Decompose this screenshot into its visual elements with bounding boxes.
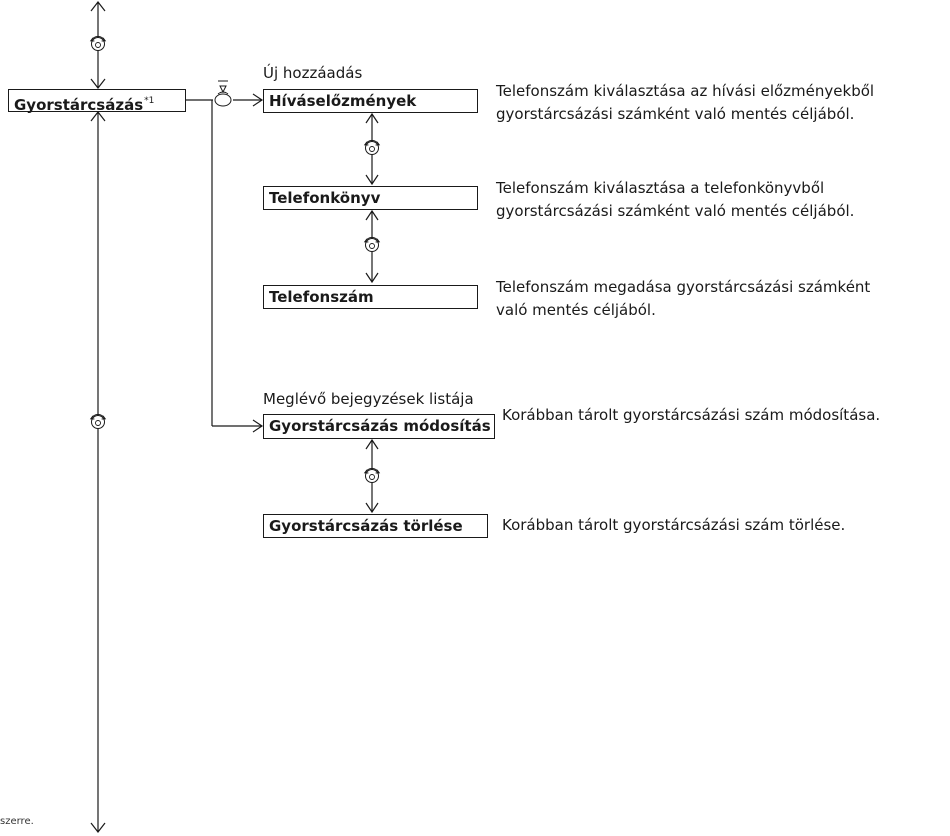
phonebook-description: Telefonszám kiválasztása a telefonkönyvb… <box>496 177 854 223</box>
description-line: Korábban tárolt gyorstárcsázási szám tör… <box>502 516 846 534</box>
existing-entries-group-label: Meglévő bejegyzések listája <box>263 390 474 408</box>
modify-description: Korábban tárolt gyorstárcsázási szám mód… <box>502 404 880 427</box>
rotary-knob-icon <box>90 413 106 429</box>
phone-number-option[interactable]: Telefonszám <box>263 285 478 309</box>
description-line: Telefonszám kiválasztása az hívási előzm… <box>496 82 875 100</box>
rotary-knob-icon <box>364 236 380 252</box>
delete-description: Korábban tárolt gyorstárcsázási szám tör… <box>502 514 845 537</box>
call-history-description: Telefonszám kiválasztása az hívási előzm… <box>496 80 874 126</box>
description-line: Telefonszám megadása gyorstárcsázási szá… <box>496 278 871 296</box>
description-line: Telefonszám kiválasztása a telefonkönyvb… <box>496 179 825 197</box>
speed-dial-label: Gyorstárcsázás <box>14 96 144 114</box>
phone-number-description: Telefonszám megadása gyorstárcsázási szá… <box>496 276 870 322</box>
footnote-text: szerre. <box>0 816 34 827</box>
call-history-option[interactable]: Híváselőzmények <box>263 89 478 113</box>
push-knob-icon <box>214 80 232 107</box>
rotary-knob-icon <box>364 467 380 483</box>
description-line: való mentés céljából. <box>496 301 656 319</box>
rotary-knob-icon <box>90 35 106 51</box>
phonebook-option[interactable]: Telefonkönyv <box>263 186 478 210</box>
delete-speed-dial-option[interactable]: Gyorstárcsázás törlése <box>263 514 488 538</box>
modify-speed-dial-option[interactable]: Gyorstárcsázás módosítás <box>263 414 495 439</box>
rotary-knob-icon <box>364 139 380 155</box>
description-line: gyorstárcsázási számként való mentés cél… <box>496 202 855 220</box>
footnote-marker: *1 <box>144 96 155 106</box>
root-to-options-connector <box>186 93 264 433</box>
description-line: gyorstárcsázási számként való mentés cél… <box>496 105 855 123</box>
speed-dial-menu-box[interactable]: Gyorstárcsázás*1 <box>8 89 186 114</box>
new-entry-group-label: Új hozzáadás <box>263 64 363 82</box>
description-line: Korábban tárolt gyorstárcsázási szám mód… <box>502 406 881 424</box>
